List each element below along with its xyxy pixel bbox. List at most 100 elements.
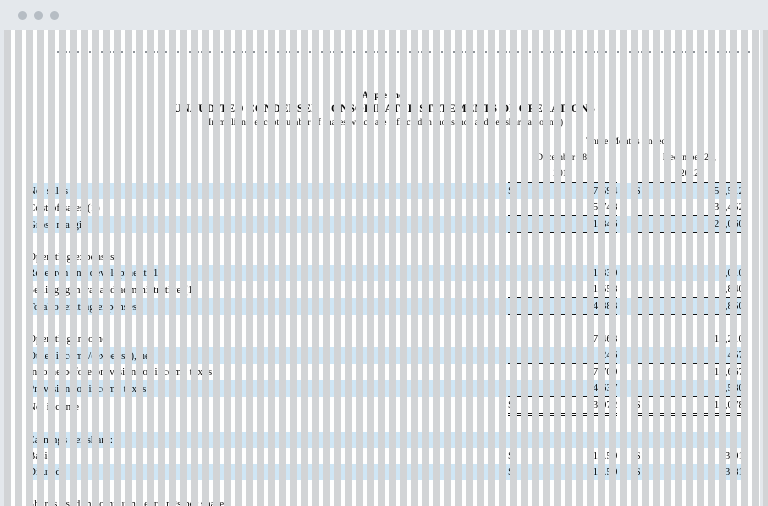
table-row: Total operating expenses 4,383 3,850 (28, 297, 744, 315)
column-group-label: Three Months Ended (586, 137, 667, 147)
row-value-period-2 (650, 432, 744, 448)
row-spacer (28, 415, 744, 433)
row-value-period-1: 17,709 (587, 366, 618, 378)
row-label: Net sales (28, 182, 509, 199)
table-row: Selling, general and administrative (1) 1… (28, 281, 744, 298)
column-gap (617, 496, 634, 506)
column-1-date-line2: 2013 (508, 166, 618, 183)
column-gap (617, 464, 635, 480)
statement-title: UNAUDITED CONDENSED CONSOLIDATED STATEME… (172, 103, 595, 115)
currency-symbol-col1: $ (508, 182, 524, 199)
table-header: Three Months Ended December 28, December… (28, 134, 744, 183)
row-label: Diluted (28, 464, 509, 480)
row-value-period-2: 13.81 (650, 464, 744, 480)
currency-symbol-col2 (635, 364, 650, 381)
column-gap (617, 331, 634, 347)
statement-table: Three Months Ended December 28, December… (28, 134, 744, 506)
table-row: Diluted$14.50$13.81 (28, 464, 744, 480)
column-date-row-1: December 28, December 29, (28, 150, 744, 166)
currency-symbol-col1 (508, 265, 524, 281)
currency-symbol-col2 (634, 281, 651, 298)
row-value-period-1 (524, 496, 618, 506)
units-note: (In millions, except number of shares wh… (205, 118, 563, 128)
row-value-period-2: 33,452 (650, 199, 744, 216)
currency-symbol-col2 (635, 331, 650, 347)
row-value-period-1: 4,383 (523, 297, 618, 315)
row-label: Cost of sales (1) (28, 201, 100, 214)
currency-symbol-col1 (508, 496, 523, 506)
column-gap (617, 448, 634, 464)
column-2-date-line2: 2012 (634, 166, 744, 183)
row-value-period-1: 13,072 (523, 396, 618, 416)
row-value-period-2: 2,840 (650, 281, 744, 298)
column-2-date-line1: December 29, (662, 153, 717, 163)
table-row: Shares used in computing earnings per sh… (28, 496, 744, 506)
currency-symbol-col1 (508, 215, 524, 233)
row-value-period-1: 14.50 (523, 464, 618, 480)
page-top-rule (50, 51, 750, 53)
column-gap (617, 249, 634, 265)
row-value-period-2: 21,060 (650, 215, 744, 233)
currency-symbol-col1 (508, 281, 524, 298)
currency-symbol-col2 (634, 347, 651, 364)
column-gap (617, 397, 634, 415)
row-label: Gross margin (28, 215, 509, 233)
company-name: Apple Inc. (361, 91, 407, 101)
currency-symbol-col1 (508, 380, 524, 397)
currency-symbol-col1 (508, 331, 523, 347)
row-spacer (28, 233, 744, 250)
row-value-period-1: 57,594 (523, 182, 618, 199)
currency-symbol-col1 (508, 432, 524, 448)
table-row: Earnings per share: (28, 432, 744, 448)
row-label: Net income (28, 400, 80, 413)
currency-symbol-col2 (634, 432, 651, 448)
row-value-period-2: 17,667 (713, 366, 744, 378)
row-value-period-2: 1,010 (650, 265, 744, 281)
currency-symbol-col2 (635, 496, 650, 506)
row-value-period-2: 17,210 (713, 333, 744, 345)
row-value-period-1: 17,463 (587, 333, 618, 345)
row-value-period-1: 35,748 (523, 199, 618, 216)
row-value-period-2: 13,078 (650, 396, 744, 416)
column-1-date-line1: December 28, (536, 153, 590, 163)
currency-symbol-col2 (634, 265, 651, 281)
row-spacer (28, 315, 744, 332)
column-gap (617, 199, 634, 216)
column-gap (617, 281, 634, 298)
row-value-period-2: 4,530 (650, 380, 744, 397)
close-button-icon[interactable] (18, 11, 27, 20)
row-label: Basic (28, 450, 53, 462)
currency-symbol-col2 (634, 297, 651, 315)
currency-symbol-col2 (634, 380, 651, 397)
column-gap (617, 215, 635, 233)
currency-symbol-col2: $ (634, 182, 651, 199)
row-label: Income before provision for income taxes (28, 366, 213, 378)
row-value-period-1: 1,330 (523, 265, 618, 281)
row-label: Research and development (1) (28, 265, 509, 281)
currency-symbol-col2: $ (634, 450, 641, 462)
column-gap (617, 265, 635, 281)
currency-symbol-col1 (508, 347, 524, 364)
currency-symbol-col1: $ (508, 464, 524, 480)
row-value-period-2 (650, 496, 744, 506)
window-controls[interactable] (18, 11, 59, 20)
row-value-period-1: 1,558 (523, 281, 618, 298)
document-header: Apple Inc. UNAUDITED CONDENSED CONSOLIDA… (8, 90, 760, 129)
currency-symbol-col2: $ (634, 464, 651, 480)
row-label: Shares used in computing earnings per sh… (28, 498, 228, 506)
currency-symbol-col2: $ (634, 396, 651, 416)
row-value-period-2: 3,850 (650, 297, 744, 315)
row-label: Total operating expenses (28, 297, 509, 315)
minimize-button-icon[interactable] (34, 11, 43, 20)
row-spacer (28, 480, 744, 496)
window-titlebar (0, 0, 768, 30)
row-value-period-1: 21,846 (523, 215, 618, 233)
table-row: Net sales$57,594$54,512 (28, 182, 744, 199)
row-label: Operating expenses: (28, 251, 118, 263)
row-label: Selling, general and administrative (1) (28, 283, 197, 296)
maximize-button-icon[interactable] (50, 11, 59, 20)
